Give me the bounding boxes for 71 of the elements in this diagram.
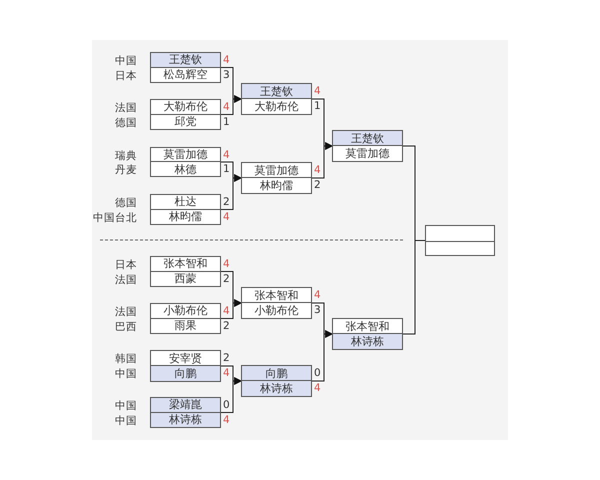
- player-cell: 张本智和: [242, 288, 311, 303]
- score-label: 4: [223, 210, 230, 222]
- country-label: 丹麦: [115, 163, 137, 177]
- player-cell: 林昀儒: [151, 210, 220, 224]
- country-label: 法国: [115, 101, 137, 115]
- country-label: 法国: [115, 272, 137, 286]
- bracket-connector: [312, 330, 333, 382]
- country-label: 中国台北: [93, 210, 137, 224]
- bracket-connector: [220, 95, 242, 115]
- match-box: [425, 225, 495, 256]
- country-label: 瑞典: [115, 149, 137, 163]
- country-label: 德国: [115, 116, 137, 130]
- country-label: 中国: [115, 367, 137, 381]
- player-cell: 杜达: [151, 195, 220, 210]
- bracket-connector: [220, 377, 242, 413]
- country-label: 巴西: [115, 320, 137, 334]
- player-cell: 王楚钦: [242, 84, 311, 99]
- player-cell: 王楚钦: [333, 131, 402, 146]
- score-label: 4: [314, 85, 321, 97]
- score-label: 4: [314, 382, 321, 394]
- score-label: 0: [314, 367, 321, 379]
- score-label: 4: [223, 101, 230, 113]
- score-label: 2: [223, 320, 230, 332]
- player-cell: 林诗栋: [151, 412, 220, 427]
- player-cell: 莫雷加德: [242, 163, 311, 178]
- country-label: 中国: [115, 54, 137, 68]
- country-label: 中国: [115, 399, 137, 413]
- player-cell: 小勒布伦: [151, 304, 220, 318]
- player-cell: 王楚钦: [151, 53, 220, 68]
- score-label: 2: [223, 272, 230, 284]
- player-cell: 张本智和: [333, 319, 402, 334]
- bracket-connector: [312, 142, 333, 178]
- score-label: 4: [223, 305, 230, 317]
- score-label: 4: [223, 149, 230, 161]
- bracket-connector: [220, 299, 242, 319]
- score-label: 3: [223, 68, 230, 80]
- score-label: 4: [223, 367, 230, 379]
- country-label: 中国: [115, 414, 137, 428]
- player-cell: 安宰贤: [151, 351, 220, 366]
- score-label: 1: [223, 163, 230, 175]
- match-box: [332, 130, 403, 162]
- player-cell: 松岛辉空: [151, 68, 220, 82]
- score-label: 4: [223, 414, 230, 426]
- score-label: 1: [314, 100, 321, 112]
- country-label: 韩国: [115, 352, 137, 366]
- country-label: 日本: [115, 258, 137, 272]
- score-label: 4: [314, 164, 321, 176]
- country-label: 德国: [115, 196, 137, 210]
- player-cell: 林诗栋: [242, 381, 311, 396]
- score-label: 4: [223, 258, 230, 270]
- score-label: 2: [223, 196, 230, 208]
- player-cell: 向鹏: [242, 366, 311, 381]
- score-label: 0: [223, 399, 230, 411]
- player-cell: 向鹏: [151, 366, 220, 381]
- player-cell: 张本智和: [151, 257, 220, 272]
- bracket-connector: [220, 174, 242, 210]
- score-label: 1: [223, 116, 230, 128]
- bracket-connector: [402, 240, 426, 334]
- country-label: 日本: [115, 68, 137, 82]
- player-cell: 林诗栋: [333, 334, 402, 349]
- score-label: 3: [314, 304, 321, 316]
- player-cell: 莫雷加德: [151, 148, 220, 162]
- player-cell: 大勒布伦: [151, 100, 220, 114]
- player-cell: 西蒙: [151, 272, 220, 286]
- match-box: [332, 318, 403, 350]
- country-label: 法国: [115, 305, 137, 319]
- score-label: 2: [314, 179, 321, 191]
- score-label: 4: [223, 54, 230, 66]
- score-label: 4: [314, 289, 321, 301]
- score-label: 2: [223, 352, 230, 364]
- player-cell: 梁靖崑: [151, 398, 220, 412]
